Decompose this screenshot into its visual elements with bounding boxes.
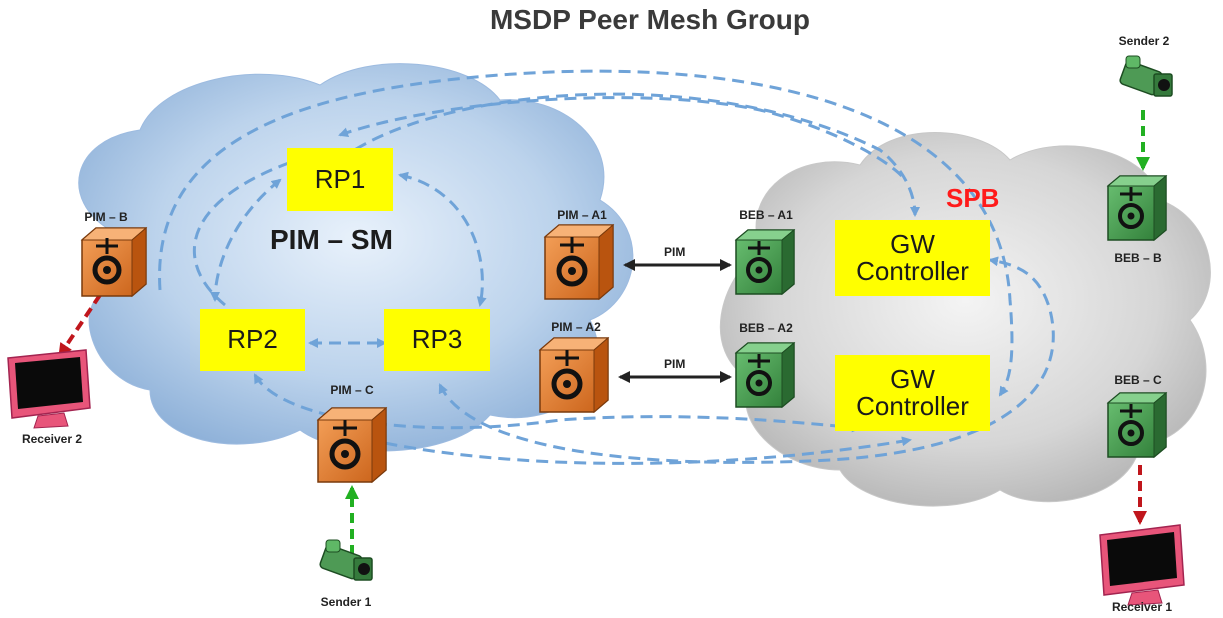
msdp-arc-top-inner [338,92,920,217]
sender-1-label: Sender 1 [320,595,372,609]
beb-a2-label: BEB – A2 [739,321,793,335]
pim-b-label: PIM – B [84,210,128,224]
msdp-arc-top-outer [158,69,1014,397]
msdp-arc-rp1-upper [338,96,907,181]
switch-beb-a2 [734,341,796,409]
send-arrows [345,110,1150,555]
router-pim-b [80,226,148,298]
rp2-box: RP2 [200,309,305,371]
sender-cameras [319,55,1173,581]
router-pim-c [316,406,388,484]
msdp-peer-links [158,69,1055,465]
monitor-receiver-1 [1099,524,1185,606]
msdp-arc-bottom-outer [438,256,1055,464]
pim-routers [80,223,615,484]
beb-switches [734,174,1168,459]
arrow-pim-b-receiver-2 [58,293,102,358]
pim-link-upper-label: PIM [664,245,686,259]
beb-a1-label: BEB – A1 [739,208,793,222]
spb-label: SPB [946,183,1000,213]
beb-b-label: BEB – B [1114,251,1162,265]
msdp-arc-left [192,148,331,307]
receiver-2-label: Receiver 2 [21,432,83,446]
receiver-1-label: Receiver 1 [1111,600,1173,614]
pim-a1-label: PIM – A1 [557,208,607,222]
diagram-title: MSDP Peer Mesh Group [489,4,810,35]
rp3-box: RP3 [384,309,490,371]
beb-c-label: BEB – C [1114,373,1162,387]
camera-sender-1 [319,539,373,581]
router-pim-a1 [543,223,615,301]
switch-beb-a1 [734,228,796,296]
camera-sender-2 [1119,55,1173,97]
gw-controller-upper: GW Controller [835,220,990,296]
msdp-rp1-rp2 [210,178,282,302]
pim-sm-label: PIM – SM [270,224,393,255]
rp1-box: RP1 [287,148,393,211]
switch-beb-c [1106,391,1168,459]
pim-links [618,259,732,383]
pim-link-lower-label: PIM [664,357,686,371]
sender-2-label: Sender 2 [1118,34,1170,48]
receiver-monitors [7,349,1185,606]
monitor-receiver-2 [7,349,91,429]
router-pim-a2 [538,336,610,414]
msdp-arc-sweep [329,428,912,465]
pim-c-label: PIM – C [330,383,374,397]
pim-a2-label: PIM – A2 [551,320,601,334]
receive-arrows [58,293,1147,525]
switch-beb-b [1106,174,1168,242]
gw-controller-lower: GW Controller [835,355,990,431]
msdp-rp1-rp3 [398,171,487,307]
msdp-arc-bottom-inner [253,373,862,433]
